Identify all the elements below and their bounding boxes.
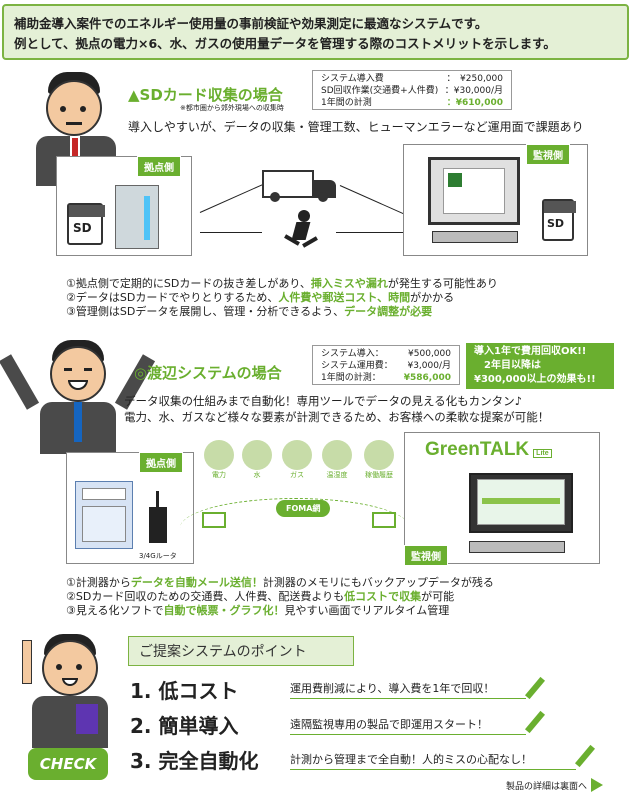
wt-point-2: ②SDカード回収のための交通費、人件費、配送費よりも低コストで収集が可能: [66, 590, 455, 603]
promo-box: 導入1年で費用回収OK!! 2年目以降は ¥300,000以上の効果も!!: [466, 343, 614, 389]
sensor-icons: 電力 水 ガス 温湿度 稼働履歴: [204, 440, 414, 490]
wt-site-panel: 拠点側 3/4Gルータ: [66, 452, 194, 564]
wt-summary: データ収集の仕組みまで自動化！専用ツールでデータの見える化もカンタン♪ 電力、水…: [124, 394, 550, 424]
pointing-man-illustration: [18, 630, 118, 748]
sd-site-panel: 拠点側 SD: [56, 156, 192, 256]
pencil-icon: [574, 744, 596, 768]
wt-point-3: ③見える化ソフトで自動で帳票・グラフ化！見やすい画面でリアルタイム管理: [66, 604, 450, 617]
sd-section-note: ※都市圏から郊外現場への収集時: [180, 104, 284, 112]
wt-points: ①計測器からデータを自動メール送信！計測器のメモリにもバックアップデータが残る …: [66, 576, 606, 618]
monitor-icon: [428, 157, 520, 225]
arrow-to-runner: [200, 232, 262, 233]
water-drop-icon: [242, 440, 272, 470]
happy-man-illustration: [0, 334, 156, 454]
wt-cost-table: システム導入：¥500,000 システム運用費：¥3,000/月 1年間の計測：…: [312, 345, 460, 385]
proposal-point-1: 1. 低コスト: [130, 679, 239, 703]
bulb-icon: [204, 440, 234, 470]
sd-section-title: ▲SDカード収集の場合: [128, 86, 283, 104]
sd-points: ①拠点側で定期的にSDカードの抜き差しがあり、挿入ミスや漏れが発生する可能性あり…: [66, 277, 606, 319]
proposal-point-3: 3. 完全自動化: [130, 749, 259, 773]
network-label: FOMA網: [276, 500, 331, 517]
proposal-desc-1: 運用費削減により、導入費を1年で回収！: [290, 680, 526, 699]
monitor-tag: 監視側: [404, 545, 448, 566]
monitor-tag: 監視側: [526, 144, 570, 165]
header-line-1: 補助金導入案件でのエネルギー使用量の事前検証や効果測定に最適なシステムです。: [14, 16, 488, 31]
arrow-to-truck: [199, 183, 265, 213]
arrow-right-icon: [591, 778, 604, 792]
sd-summary: 導入しやすいが、データの収集・管理工数、ヒューマンエラーなど運用面で課題あり: [128, 120, 584, 134]
wt-section-title: ◎渡辺システムの場合: [134, 364, 282, 382]
thermometer-icon: [322, 440, 352, 470]
alarm-icon: [364, 440, 394, 470]
router-icon: [149, 491, 167, 543]
footer-note: 製品の詳細は裏面へ: [506, 778, 604, 792]
mail-icon: [202, 512, 226, 528]
wt-point-1: ①計測器からデータを自動メール送信！計測器のメモリにもバックアップデータが残る: [66, 576, 494, 589]
site-tag: 拠点側: [139, 452, 183, 473]
network-curve: [180, 498, 410, 558]
delivery-truck-icon: [262, 166, 342, 202]
monitor-icon: [469, 473, 573, 533]
header-banner: 補助金導入案件でのエネルギー使用量の事前検証や効果測定に最適なシステムです。 例…: [2, 4, 629, 60]
logger-device-icon: [115, 185, 159, 249]
sd-point-1: ①拠点側で定期的にSDカードの抜き差しがあり、挿入ミスや漏れが発生する可能性あり: [66, 277, 498, 290]
header-line-2: 例として、拠点の電力×6、水、ガスの使用量データを管理する際のコストメリットを示…: [14, 36, 556, 51]
proposal-desc-3: 計測から管理まで全自動！人的ミスの心配なし！: [290, 751, 576, 770]
sd-point-3: ③管理側はSDデータを展開し、管理・分析できるよう、データ調整が必要: [66, 305, 433, 318]
keyboard-icon: [432, 231, 518, 243]
site-tag: 拠点側: [137, 156, 181, 177]
running-courier-icon: [280, 210, 330, 254]
arrow-runner-to-monitor: [336, 232, 418, 233]
sd-cost-table: システム導入費： ¥250,000 SD回収作業(交通費+人件費)：¥30,00…: [312, 70, 512, 110]
sd-point-2: ②データはSDカードでやりとりするため、人件費や郵送コスト、時間がかかる: [66, 291, 455, 304]
sd-card-icon: SD: [67, 203, 105, 245]
proposal-desc-2: 遠隔監視専用の製品で即運用スタート！: [290, 716, 526, 735]
router-label: 3/4Gルータ: [139, 552, 177, 560]
sd-monitor-panel: 監視側 SD: [403, 144, 588, 256]
check-badge: CHECK: [28, 748, 108, 780]
proposal-title: ご提案システムのポイント: [128, 636, 354, 666]
gas-meter-icon: [282, 440, 312, 470]
proposal-point-2: 2. 簡単導入: [130, 714, 239, 738]
keyboard-icon: [469, 541, 565, 553]
sd-card-icon: SD: [542, 199, 576, 241]
pencil-icon: [524, 710, 546, 734]
pencil-icon: [524, 676, 546, 700]
mail-icon: [372, 512, 396, 528]
measurement-device-icon: [75, 481, 133, 549]
arrow-truck-to-monitor: [339, 185, 412, 218]
